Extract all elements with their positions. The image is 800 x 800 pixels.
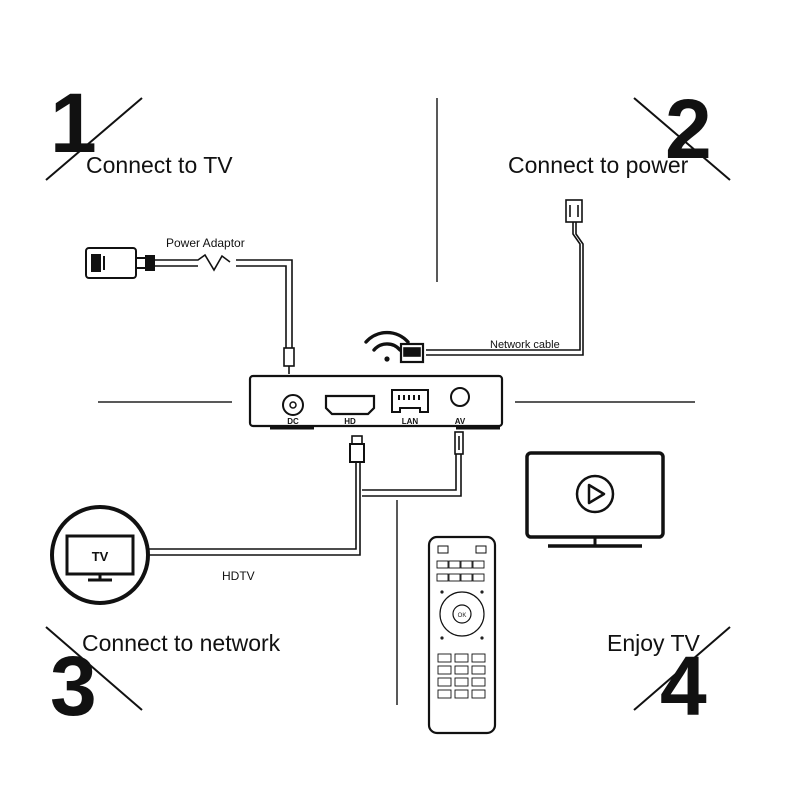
hd-port-label: HD	[344, 417, 356, 426]
quadrant-dividers	[98, 98, 695, 705]
dc-port-label: DC	[287, 417, 299, 426]
dc-port-icon	[282, 394, 304, 416]
step-1-label: Connect to TV	[86, 152, 233, 178]
hdmi-cable	[148, 435, 365, 556]
step-2-number: 2	[665, 82, 712, 176]
step-3-label: Connect to network	[82, 630, 281, 656]
hdmi-port-icon	[324, 394, 376, 416]
remote-top-keys	[436, 560, 485, 582]
step-4-slash	[633, 626, 731, 711]
remote-side-keys	[440, 590, 484, 640]
step-2-slash	[633, 97, 731, 181]
tv-play-icon	[525, 451, 665, 548]
step-1-slash	[45, 97, 143, 181]
power-adaptor-cable	[154, 253, 295, 374]
step-3-number: 3	[50, 639, 97, 733]
tv-circle-icon: TV	[50, 505, 150, 605]
step-4-label: Enjoy TV	[607, 630, 701, 656]
step-1-number: 1	[50, 76, 97, 170]
power-adaptor-label: Power Adaptor	[166, 236, 245, 250]
remote-ok-label: OK	[458, 613, 467, 619]
step-2: 2 Connect to power	[508, 82, 731, 181]
remote-power-button	[437, 545, 449, 554]
network-cable	[399, 199, 584, 364]
remote-mute-button	[475, 545, 487, 554]
step-1: 1 Connect to TV	[45, 76, 233, 181]
step-3-slash	[45, 626, 143, 711]
remote-dpad: OK	[439, 591, 485, 637]
av-port-icon	[450, 387, 470, 407]
tv-icon-text: TV	[92, 549, 109, 564]
step-2-label: Connect to power	[508, 152, 689, 178]
av-port-label: AV	[455, 417, 466, 426]
av-cable	[362, 431, 464, 497]
wifi-icon	[364, 330, 410, 362]
step-4: 4 Enjoy TV	[607, 626, 731, 733]
lan-port-icon	[391, 389, 429, 413]
remote-control: OK	[427, 535, 497, 735]
step-3: 3 Connect to network	[45, 626, 281, 733]
set-top-box: DC HD LAN AV	[248, 374, 504, 430]
power-plug-icon	[85, 247, 155, 279]
lan-port-label: LAN	[402, 417, 419, 426]
remote-number-keys	[437, 653, 486, 699]
network-cable-label: Network cable	[490, 339, 560, 351]
hdtv-label: HDTV	[222, 569, 255, 583]
